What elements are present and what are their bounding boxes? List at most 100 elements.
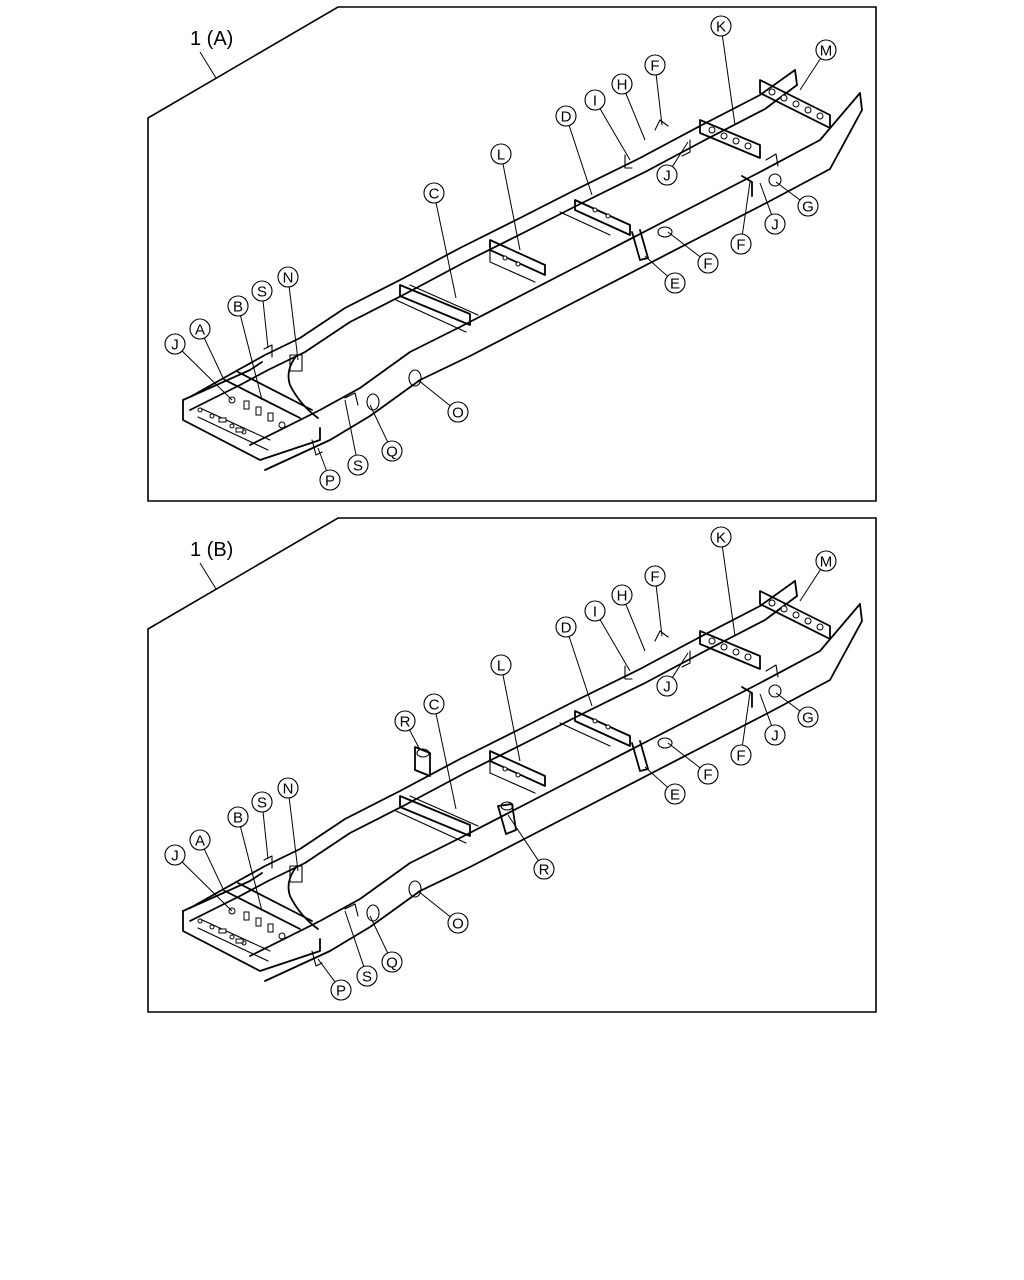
callout-letter: D <box>561 109 572 126</box>
callout-leader-line <box>203 337 226 383</box>
callout-letter: F <box>703 256 712 273</box>
callout-letter: S <box>257 284 267 301</box>
callout-bubble <box>277 777 299 799</box>
callout-bubble <box>730 233 752 255</box>
callout-leader-line <box>599 619 631 672</box>
callout-bubble <box>664 272 686 294</box>
figure-1a-callout-m: M <box>799 39 837 91</box>
callout-bubble <box>277 266 299 288</box>
callout-leader-line <box>181 350 233 401</box>
callout-leader-line <box>417 379 451 407</box>
callout-leader-line <box>435 202 457 299</box>
figure-1b-callout-b: B <box>227 806 263 912</box>
callout-bubble <box>164 844 186 866</box>
callout-letter: E <box>670 276 680 293</box>
callout-letter: F <box>650 569 659 586</box>
callout-bubble <box>381 440 403 462</box>
callout-letter: C <box>429 186 440 203</box>
callout-letter: A <box>195 322 205 339</box>
callout-leader-line <box>741 181 751 235</box>
callout-letter: F <box>703 767 712 784</box>
callout-leader-line <box>507 814 539 861</box>
callout-leader-line <box>775 692 801 712</box>
callout-bubble <box>730 744 752 766</box>
figure-1a-callout-h: H <box>611 73 646 141</box>
figure-1a-callout-i: I <box>584 89 631 161</box>
callout-letter: E <box>670 787 680 804</box>
figure-1b-callout-a: A <box>189 829 226 894</box>
figure-1b-callout-i: I <box>584 600 631 672</box>
callout-letter: G <box>802 710 814 727</box>
callout-letter: B <box>233 299 243 316</box>
callout-leader-line <box>181 861 233 912</box>
callout-letter: N <box>283 270 294 287</box>
callout-letter: S <box>362 969 372 986</box>
callout-leader-line <box>288 797 299 872</box>
figure-1a-callout-j: J <box>164 333 233 401</box>
callout-letter: A <box>195 833 205 850</box>
callout-letter: O <box>452 916 464 933</box>
callout-leader-line <box>799 569 821 602</box>
callout-letter: H <box>617 588 628 605</box>
callout-bubble <box>584 600 606 622</box>
callout-letter: J <box>171 337 179 354</box>
callout-leader-line <box>409 729 421 751</box>
callout-leader-line <box>568 636 593 707</box>
callout-letter: R <box>539 862 550 879</box>
callout-bubble <box>423 182 445 204</box>
callout-letter: G <box>802 199 814 216</box>
figure-1b-callout-n: N <box>277 777 299 872</box>
callout-letter: F <box>736 748 745 765</box>
callout-leader-line <box>417 890 451 918</box>
callout-letter: P <box>325 473 335 490</box>
callout-bubble <box>656 675 678 697</box>
figure-1a-callout-b: B <box>227 295 263 401</box>
callout-leader-line <box>671 652 689 678</box>
figure-1a: 1 (A) <box>147 6 877 502</box>
figure-1b-callout-e: E <box>644 766 686 805</box>
callout-letter: R <box>400 714 411 731</box>
callout-bubble <box>664 783 686 805</box>
callout-bubble <box>347 454 369 476</box>
callout-bubble <box>611 584 633 606</box>
callout-bubble <box>227 806 249 828</box>
callout-bubble <box>555 616 577 638</box>
callout-bubble <box>251 280 273 302</box>
callout-bubble <box>611 73 633 95</box>
callout-bubble <box>710 526 732 548</box>
callout-bubble <box>319 469 341 491</box>
callout-leader-line <box>671 141 689 167</box>
callout-bubble <box>423 693 445 715</box>
figure-1a-callout-f: F <box>730 181 752 255</box>
figure-1a-border <box>147 6 877 502</box>
callout-leader-line <box>344 910 365 967</box>
callout-leader-line <box>741 692 751 746</box>
figure-1a-callout-j: J <box>656 141 689 186</box>
figure-1b-callout-h: H <box>611 584 646 652</box>
callout-leader-line <box>759 693 773 726</box>
callout-leader-line <box>435 713 457 810</box>
figure-1b-callout-f: F <box>667 742 719 785</box>
figure-1a-callout-g: G <box>775 181 819 217</box>
figure-1b-callout-f: F <box>730 692 752 766</box>
callout-bubble <box>764 724 786 746</box>
figure-1b-callout-s: S <box>251 791 273 860</box>
figure-1a-caption: 1 (A) <box>190 28 233 50</box>
callout-leader-line <box>369 915 389 954</box>
callout-bubble <box>227 295 249 317</box>
figure-1b-callout-l: L <box>490 654 521 762</box>
callout-letter: J <box>663 679 671 696</box>
figure-1b-callout-d: D <box>555 616 593 707</box>
callout-letter: F <box>650 58 659 75</box>
callout-leader-line <box>288 286 299 361</box>
callout-leader-line <box>775 181 801 201</box>
callout-bubble <box>164 333 186 355</box>
figure-1a-callout-c: C <box>423 182 457 299</box>
figure-1a-callout-j: J <box>759 182 786 235</box>
callout-bubble <box>584 89 606 111</box>
callout-letter: I <box>593 93 597 110</box>
callout-bubble <box>533 858 555 880</box>
callout-letter: D <box>561 620 572 637</box>
callout-leader-line <box>644 766 668 788</box>
